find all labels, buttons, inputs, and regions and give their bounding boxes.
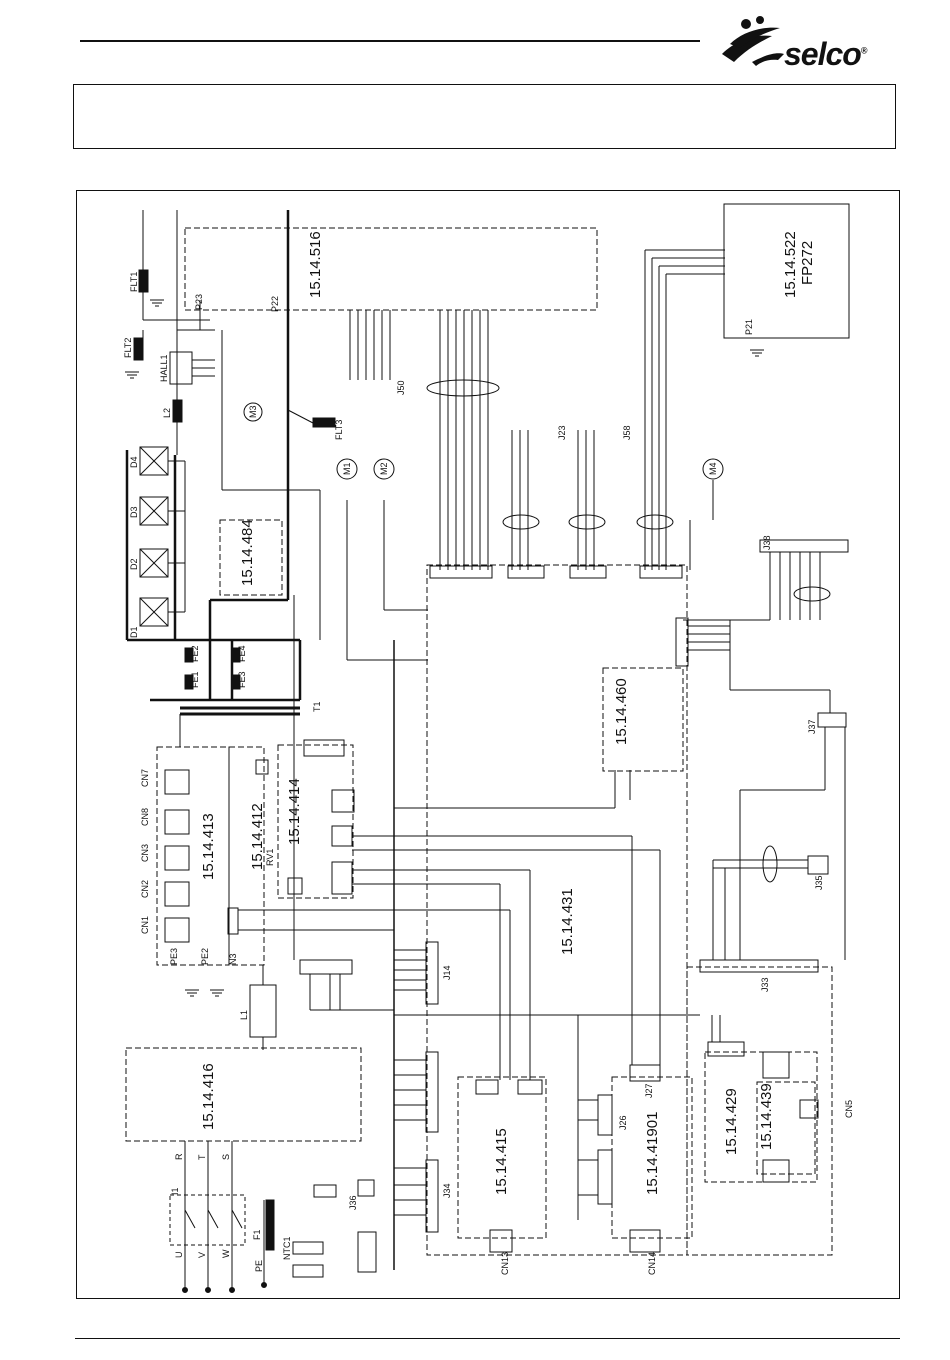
- module-15-14-439: [756, 1081, 816, 1175]
- module-label-429: 15.14.429: [723, 1088, 740, 1155]
- label-m4: M4: [708, 462, 718, 475]
- label-f1: F1: [252, 1229, 262, 1240]
- module-label-fp272: FP272: [799, 241, 816, 285]
- label-cn5: CN5: [844, 1100, 854, 1118]
- label-d1: D1: [129, 626, 139, 638]
- label-p22: P22: [270, 296, 280, 312]
- label-fe3: FE3: [237, 671, 247, 688]
- label-phase-s: S: [221, 1154, 231, 1160]
- label-cn8-left: CN8: [140, 808, 150, 826]
- label-j14: J14: [442, 965, 452, 980]
- label-cn14: CN14: [647, 1252, 657, 1275]
- label-cn13: CN13: [500, 1252, 510, 1275]
- header-rule: [80, 40, 700, 42]
- label-phase-v: V: [197, 1252, 207, 1258]
- label-j36: J36: [348, 1195, 358, 1210]
- selco-logo-icon: [722, 16, 784, 66]
- label-j23: J23: [557, 425, 567, 440]
- module-15-14-431: [426, 564, 688, 1256]
- label-flt3: FLT3: [334, 420, 344, 440]
- title-block: [73, 84, 896, 149]
- module-label-522: 15.14.522: [782, 231, 799, 298]
- module-label-439: 15.14.439: [758, 1083, 775, 1150]
- label-j35: J35: [814, 875, 824, 890]
- label-hall: HALL1: [159, 354, 169, 382]
- label-fe4: FE4: [237, 645, 247, 662]
- module-label-412: 15.14.412: [249, 803, 266, 870]
- module-15-14-415: [457, 1076, 547, 1239]
- module-label-414: 15.14.414: [286, 778, 303, 845]
- label-pe2: PE2: [200, 948, 210, 965]
- schematic-frame: [76, 190, 900, 1299]
- label-l1: L1: [239, 1010, 249, 1020]
- label-j50: J50: [396, 380, 406, 395]
- label-pe: PE: [254, 1260, 264, 1272]
- module-15-14-431-ext: [686, 966, 833, 1256]
- label-flt2: FLT2: [123, 338, 133, 358]
- label-phase-t: T: [197, 1154, 207, 1160]
- label-cn7-left: CN7: [140, 769, 150, 787]
- module-15-14-516: [184, 227, 598, 311]
- label-flt1: FLT1: [129, 272, 139, 292]
- footer-rule: [75, 1338, 900, 1339]
- module-15-14-460: [602, 667, 684, 772]
- label-p21: P21: [744, 319, 754, 335]
- label-d2: D2: [129, 558, 139, 570]
- label-j27: J27: [644, 1083, 654, 1098]
- label-phase-u: U: [174, 1252, 184, 1259]
- label-t1: T1: [312, 701, 322, 712]
- module-label-413: 15.14.413: [200, 813, 217, 880]
- label-rv1: RV1: [265, 849, 275, 866]
- label-p23: P23: [194, 294, 204, 310]
- module-label-460: 15.14.460: [613, 678, 630, 745]
- label-phase-w: W: [221, 1249, 231, 1258]
- label-j34: J34: [442, 1183, 452, 1198]
- label-m3: M3: [248, 405, 258, 418]
- module-label-416: 15.14.416: [200, 1063, 217, 1130]
- label-ntc: NTC1: [282, 1236, 292, 1260]
- label-m1: M1: [342, 462, 352, 475]
- module-15-14-484: [219, 519, 283, 596]
- label-cn1-left: CN1: [140, 916, 150, 934]
- module-15-14-416: [125, 1047, 362, 1142]
- label-l2: L2: [162, 408, 172, 418]
- module-label-41901: 15.14.41901: [644, 1112, 661, 1195]
- label-j26: J26: [618, 1115, 628, 1130]
- label-i1: I1: [170, 1187, 180, 1195]
- module-label-516: 15.14.516: [307, 231, 324, 298]
- module-15-14-413: [156, 746, 230, 966]
- module-label-484: 15.14.484: [239, 519, 256, 586]
- label-n3: N3: [228, 953, 238, 965]
- label-d4: D4: [129, 456, 139, 468]
- label-phase-r: R: [174, 1153, 184, 1160]
- module-15-14-429: [704, 1051, 818, 1183]
- module-15-14-414: [277, 744, 354, 899]
- label-j33: J33: [760, 977, 770, 992]
- brand-name: selco®: [784, 36, 867, 72]
- label-d3: D3: [129, 506, 139, 518]
- module-15-14-412: [228, 746, 265, 966]
- label-j38: J38: [762, 535, 772, 550]
- label-cn3-left: CN3: [140, 844, 150, 862]
- module-label-415: 15.14.415: [493, 1128, 510, 1195]
- label-fe2: FE2: [190, 645, 200, 662]
- label-j58: J58: [622, 425, 632, 440]
- label-j37: J37: [807, 719, 817, 734]
- label-pe3: PE3: [169, 948, 179, 965]
- label-cn2-left: CN2: [140, 880, 150, 898]
- module-label-431: 15.14.431: [559, 888, 576, 955]
- label-fe1: FE1: [190, 671, 200, 688]
- module-15-14-522: [723, 203, 850, 339]
- label-m2: M2: [379, 462, 389, 475]
